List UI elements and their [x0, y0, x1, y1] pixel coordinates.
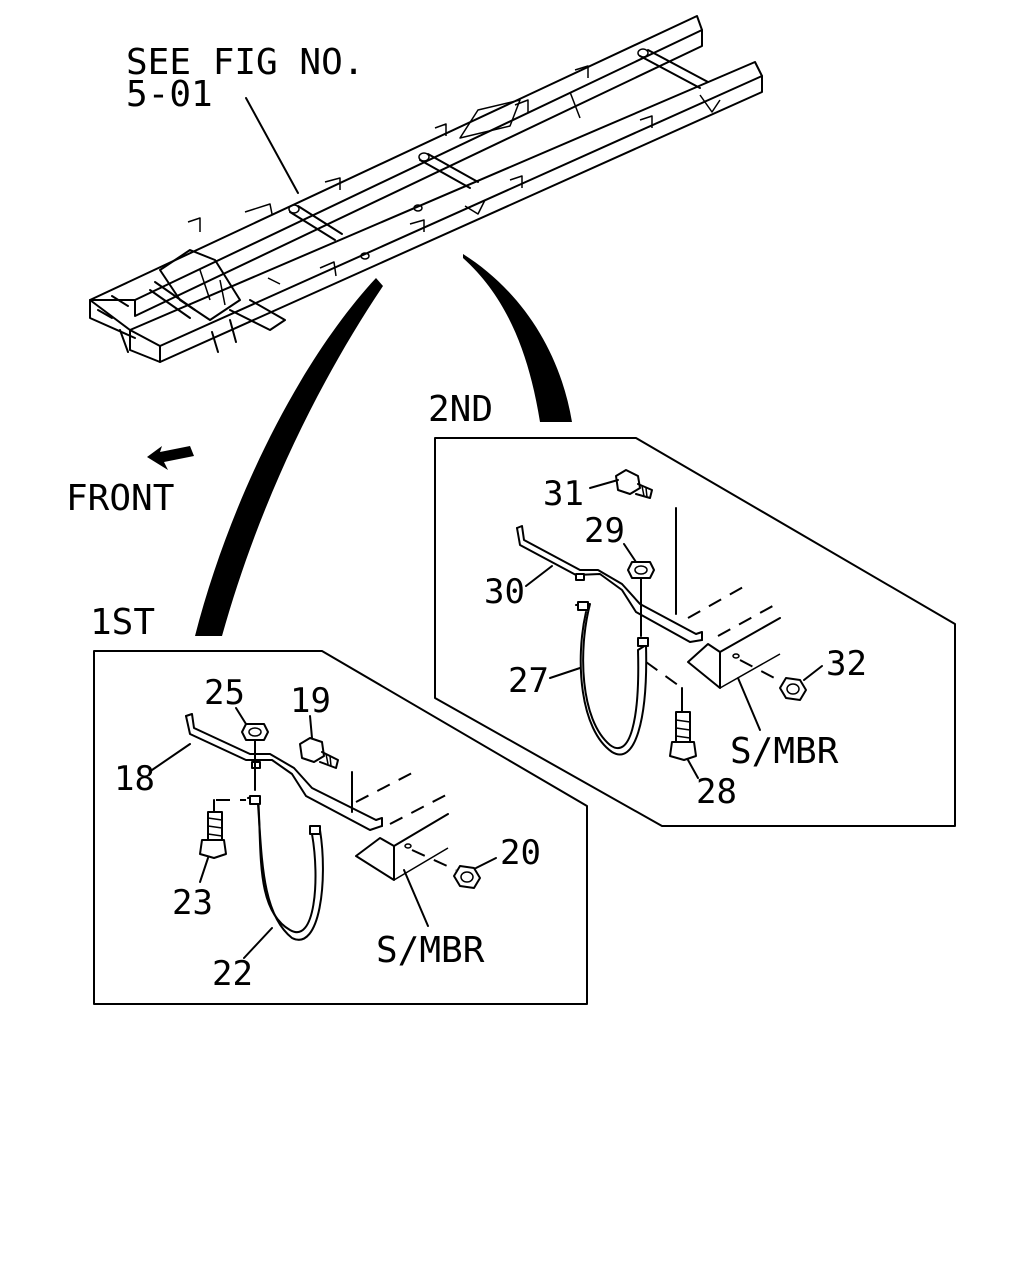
first-assembly [185, 713, 481, 941]
leader-29 [623, 543, 637, 563]
leader-31 [589, 479, 619, 489]
leader-18 [151, 743, 191, 771]
leader-22 [243, 927, 273, 959]
leader-27 [549, 667, 581, 679]
vehicle-frame [89, 15, 763, 363]
callout-27: 27 [508, 661, 549, 701]
front-label: FRONT [66, 478, 174, 519]
leader-19 [309, 715, 313, 739]
callout-28: 28 [696, 772, 737, 812]
leader-28 [687, 759, 699, 779]
second-assembly [516, 469, 807, 761]
leader-32 [803, 665, 823, 681]
callout-31: 31 [543, 474, 584, 514]
second-title: 2ND [428, 389, 493, 430]
first-member-label: S/MBR [376, 930, 485, 971]
fig-number-label: 5-01 [126, 74, 213, 115]
callout-30: 30 [484, 572, 525, 612]
first-title: 1ST [90, 602, 155, 643]
callout-19: 19 [290, 681, 331, 721]
leader-23 [199, 857, 209, 883]
pointer-arc-2nd [463, 254, 572, 422]
callout-23: 23 [172, 883, 213, 923]
second-member-label: S/MBR [730, 731, 839, 772]
leader-second-member [737, 677, 761, 731]
leader-30 [525, 565, 553, 587]
leader-20 [475, 857, 497, 869]
front-arrow-icon [147, 446, 194, 470]
callout-18: 18 [114, 759, 155, 799]
callout-20: 20 [500, 833, 541, 873]
see-fig-label: SEE FIG NO. [126, 42, 364, 83]
leader-25 [235, 707, 247, 725]
second-panel-border [434, 437, 956, 827]
first-panel-border [93, 650, 588, 1005]
callout-22: 22 [212, 954, 253, 994]
callout-29: 29 [584, 511, 625, 551]
reference-leader-line [245, 97, 299, 194]
leader-first-member [403, 869, 429, 927]
pointer-arc-1st [195, 278, 383, 636]
callout-32: 32 [826, 644, 867, 684]
callout-25: 25 [204, 673, 245, 713]
